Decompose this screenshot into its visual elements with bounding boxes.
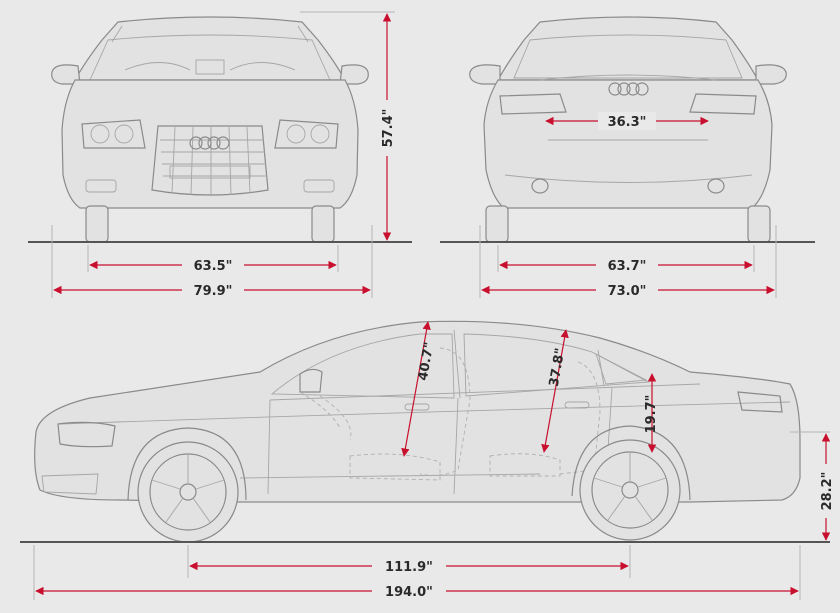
- overall-length-label: 194.0": [385, 585, 433, 600]
- front-headroom-line: [401, 321, 431, 457]
- rear-headroom-line: [541, 329, 569, 453]
- front-headroom-label: 40.7": [416, 341, 438, 382]
- front-wheel: [137, 441, 239, 543]
- trunk-opening-label: 36.3": [608, 115, 647, 130]
- brand-logo-front: [189, 136, 230, 150]
- brand-logo-rear: [608, 82, 649, 96]
- front-track-label: 63.5": [194, 259, 233, 274]
- front-view: [51, 16, 369, 243]
- extension-lines: [33, 11, 830, 600]
- rear-track-label: 63.7": [608, 259, 647, 274]
- wheelbase-label: 111.9": [385, 560, 433, 575]
- ground-bumper-label: 28.2": [820, 472, 835, 511]
- trunk-height-label: 19.7": [644, 395, 659, 434]
- rear-view: [469, 16, 787, 243]
- dimension-lines: [35, 13, 835, 600]
- front-height-label: 57.4": [381, 109, 396, 148]
- rear-width-label: 73.0": [608, 284, 647, 299]
- dimension-labels: 63.5" 79.9" 63.7" 73.0" 36.3" 57.4" 40.7…: [194, 109, 835, 600]
- rear-headroom-label: 37.8": [547, 347, 569, 388]
- front-width-label: 79.9": [194, 284, 233, 299]
- rear-wheel: [579, 439, 681, 541]
- side-view: [34, 320, 801, 543]
